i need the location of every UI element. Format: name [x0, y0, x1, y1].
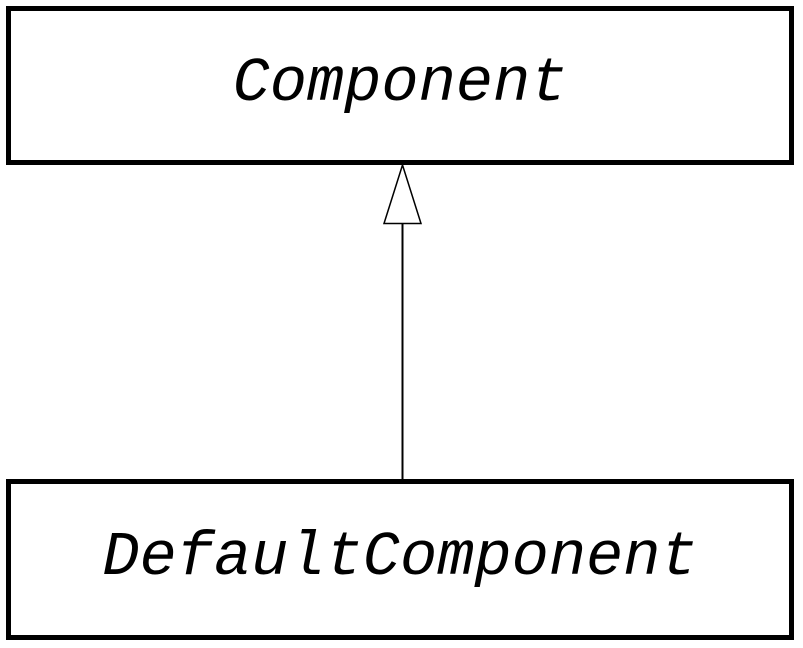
class-box-component: Component — [6, 6, 794, 165]
class-name-defaultcomponent: DefaultComponent — [102, 521, 698, 593]
inheritance-arrowhead-icon — [382, 162, 423, 225]
class-box-defaultcomponent: DefaultComponent — [6, 479, 794, 640]
class-name-component: Component — [232, 47, 568, 119]
